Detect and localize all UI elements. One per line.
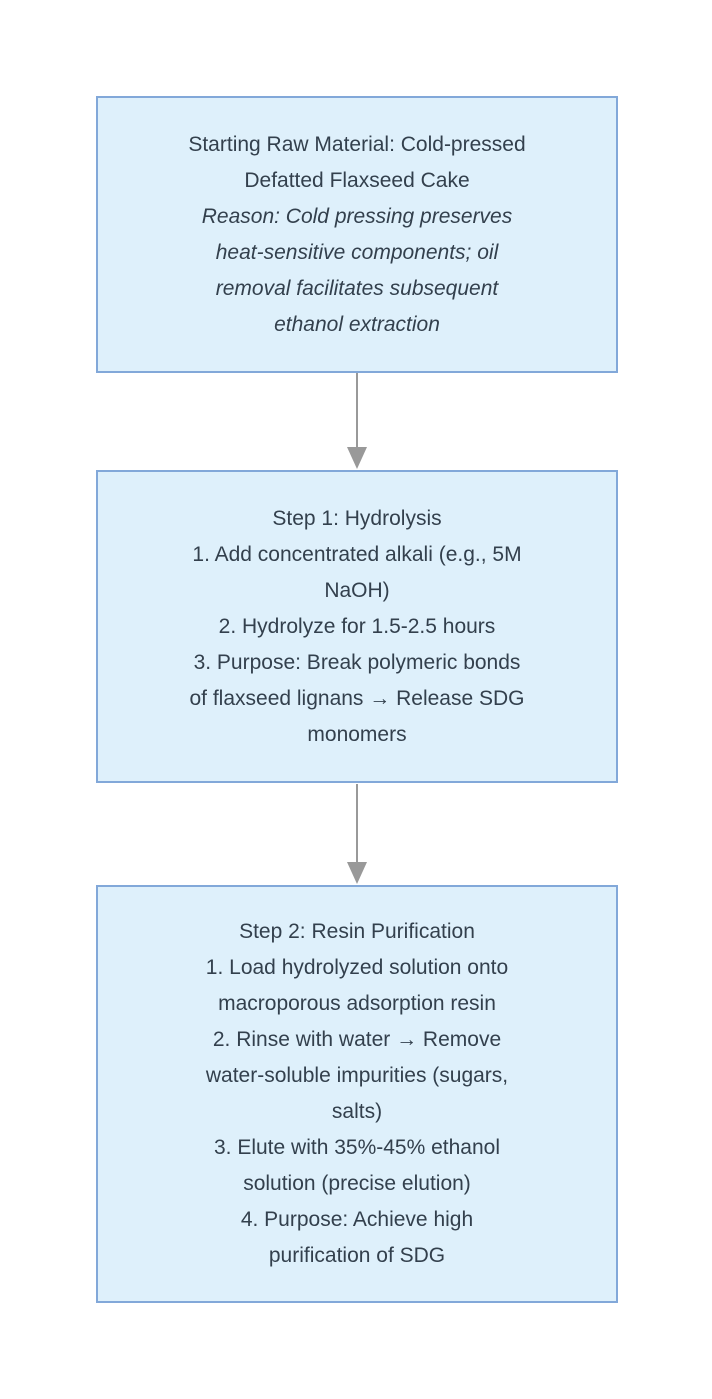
node-text-line: monomers — [307, 722, 407, 746]
node-text-line: of flaxseed lignans → Release SDG — [189, 686, 525, 710]
arrow-down-icon — [347, 784, 367, 884]
node-text-line: ethanol extraction — [274, 312, 440, 336]
node-text-line: 1. Load hydrolyzed solution onto — [205, 956, 509, 979]
node-text-line: Defatted Flaxseed Cake — [244, 168, 470, 192]
arrow-down-icon — [347, 373, 367, 469]
node-text-line: 3. Elute with 35%-45% ethanol — [213, 1136, 500, 1159]
node-text-line: macroporous adsorption resin — [218, 992, 496, 1015]
flowchart-node-step-1-hydrolysis: Step 1: Hydrolysis 1. Add concentrated a… — [96, 470, 618, 783]
node-text-line: water-soluble impurities (sugars, — [205, 1064, 509, 1087]
node-text-line: 4. Purpose: Achieve high — [240, 1208, 474, 1231]
node-text-line: 1. Add concentrated alkali (e.g., 5M — [192, 542, 522, 566]
node-text-line: heat-sensitive components; oil — [215, 240, 499, 264]
node-text-line: solution (precise elution) — [243, 1172, 471, 1195]
node-text-line: 3. Purpose: Break polymeric bonds — [193, 650, 521, 674]
node-text-line: Step 2: Resin Purification — [239, 920, 475, 943]
node-text-line: Step 1: Hydrolysis — [272, 506, 442, 530]
node-text-line: salts) — [331, 1100, 383, 1123]
flowchart-node-raw-material: Starting Raw Material: Cold-pressed Defa… — [96, 96, 618, 373]
node-text-line: 2. Hydrolyze for 1.5-2.5 hours — [218, 614, 496, 638]
node-text-line: removal facilitates subsequent — [215, 276, 499, 300]
node-text-line: NaOH) — [324, 578, 390, 602]
node-text-line: Starting Raw Material: Cold-pressed — [188, 132, 526, 156]
node-text-line: purification of SDG — [268, 1244, 446, 1267]
node-text-line: Reason: Cold pressing preserves — [201, 204, 513, 228]
node-text-line: 2. Rinse with water → Remove — [212, 1028, 502, 1051]
flowchart-node-step-2-resin-purification: Step 2: Resin Purification 1. Load hydro… — [96, 885, 618, 1303]
